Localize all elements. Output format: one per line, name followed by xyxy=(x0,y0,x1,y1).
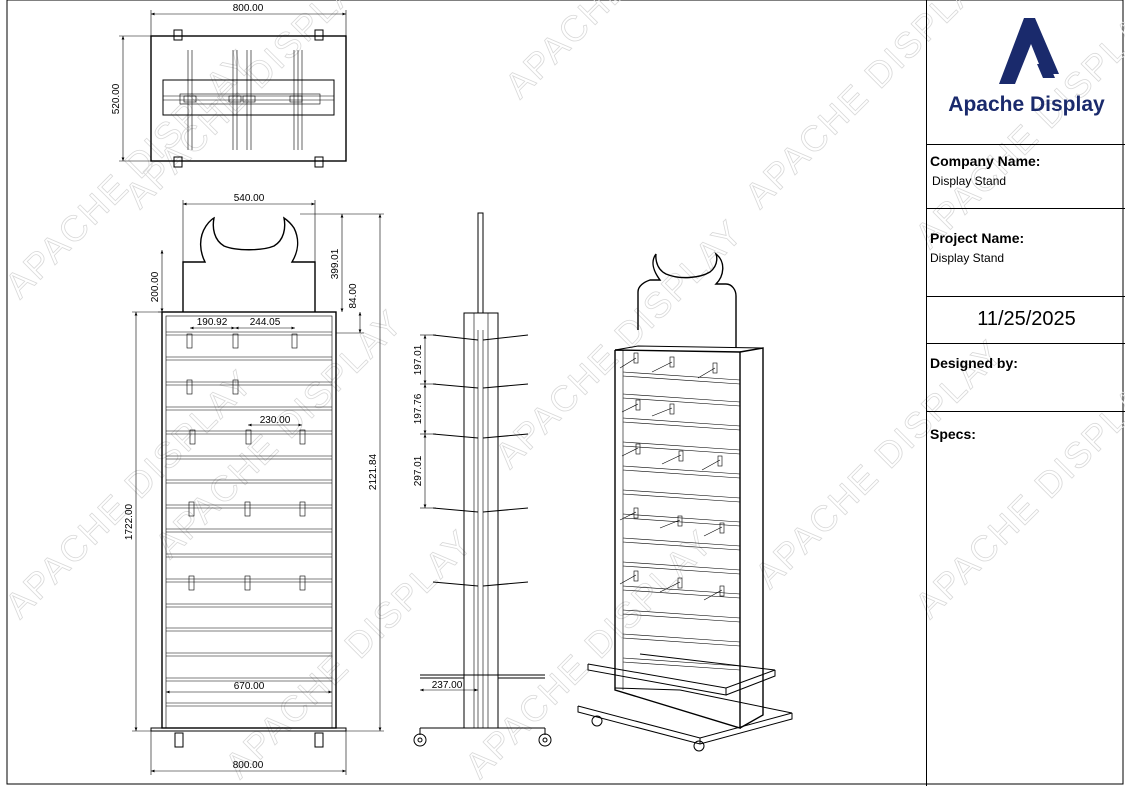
dim-base-width: 800.00 xyxy=(233,760,264,771)
dim-hook-spacing-a: 190.92 xyxy=(197,317,228,328)
project-value: Display Stand xyxy=(930,251,1005,265)
dim-header-height: 200.00 xyxy=(150,271,161,302)
dim-header-width: 540.00 xyxy=(234,193,265,204)
company-cell: Company Name: Display Stand xyxy=(927,145,1125,209)
designed-by-label: Designed by: xyxy=(930,355,1018,371)
dim-side-gap-2: 197.76 xyxy=(413,393,424,424)
dim-header-total: 399.01 xyxy=(330,248,341,279)
side-view: 197.01 197.76 297.01 237.00 xyxy=(413,212,552,747)
watermark-text: APACHE DISPLAY xyxy=(457,521,721,785)
project-cell: Project Name: Display Stand xyxy=(927,209,1125,297)
title-block: Apache Display Company Name: Display Sta… xyxy=(926,0,1125,786)
company-value: Display Stand xyxy=(932,174,1007,188)
dim-panel-height: 1722.00 xyxy=(124,503,135,540)
dim-side-shelf-depth: 237.00 xyxy=(432,680,463,691)
company-label: Company Name: xyxy=(930,153,1041,169)
watermark-text: APACHE DISPLAY xyxy=(497,0,761,106)
date-cell xyxy=(927,297,1125,344)
dim-side-gap-1: 197.01 xyxy=(413,344,424,375)
isometric-view xyxy=(577,251,793,752)
watermark-text: APACHE DISPLAY xyxy=(117,0,381,216)
designed-by-cell: Designed by: xyxy=(927,344,1125,412)
specs-cell: Specs: xyxy=(927,412,1125,786)
front-view: 540.00 200.00 399.01 84.00 2121.84 1722.… xyxy=(124,193,384,775)
specs-label: Specs: xyxy=(930,426,976,442)
dim-top-depth: 520.00 xyxy=(111,83,122,114)
top-view: 800.00 520.00 xyxy=(111,3,347,168)
dim-shelf-width: 670.00 xyxy=(234,681,265,692)
date-value: 11/25/2025 xyxy=(977,308,1076,330)
apache-logo-icon xyxy=(999,18,1059,84)
project-label: Project Name: xyxy=(930,230,1025,246)
watermark-text: APACHE DISPLAY xyxy=(217,521,481,785)
dim-header-offset: 84.00 xyxy=(348,283,359,308)
watermark-text: APACHE DISPLAY xyxy=(487,211,751,475)
brand-name: Apache Display xyxy=(948,93,1105,116)
brand-cell: Apache Display xyxy=(927,0,1125,145)
dim-total-height: 2121.84 xyxy=(368,453,379,490)
sheet-border xyxy=(6,0,1124,785)
dim-side-gap-3: 297.01 xyxy=(413,455,424,486)
dim-top-width: 800.00 xyxy=(233,3,264,14)
dim-hook-spacing-b: 244.05 xyxy=(250,317,281,328)
dim-hook-spacing-c: 230.00 xyxy=(260,415,291,426)
